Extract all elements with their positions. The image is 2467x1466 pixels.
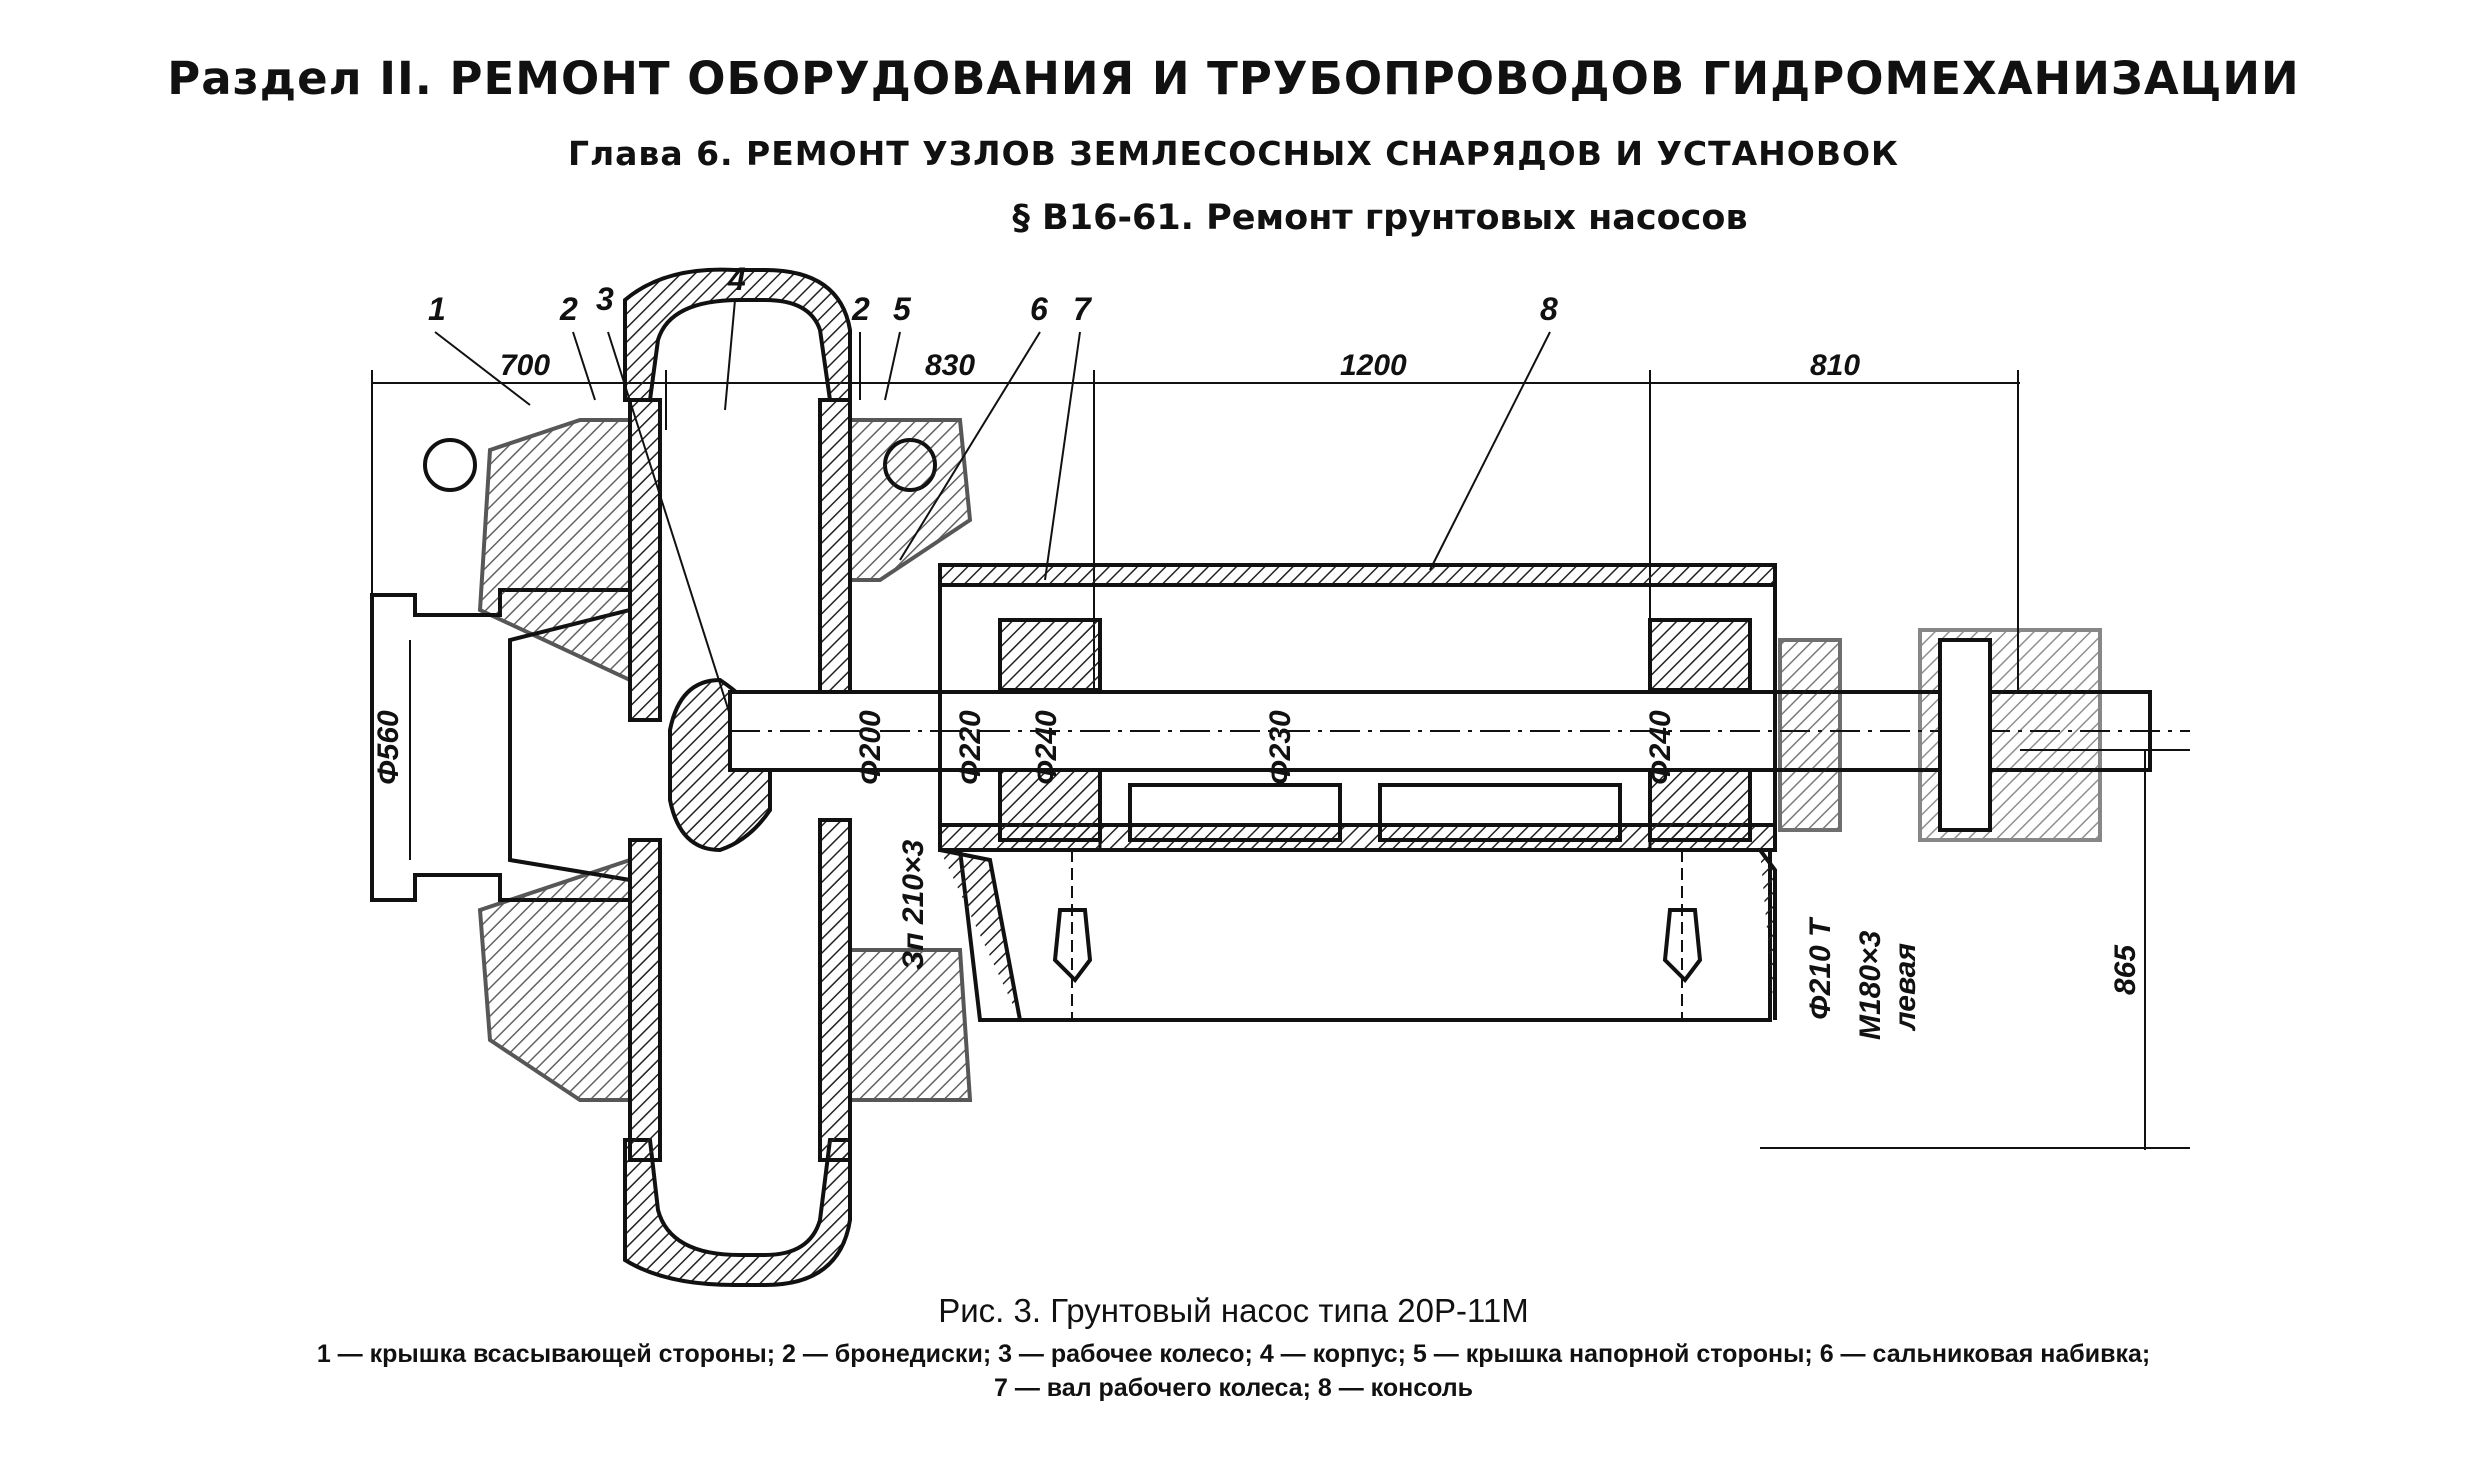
- part-label: 7: [1073, 291, 1093, 327]
- figure-caption: Рис. 3. Грунтовый насос типа 20Р-11М: [938, 1292, 1529, 1329]
- paragraph-title: § В16-61. Ремонт грунтовых насосов: [1012, 198, 1748, 238]
- thread-label: Зп 210×3: [897, 839, 930, 970]
- figure-legend-line1: 1 — крышка всасывающей стороны; 2 — брон…: [316, 1340, 2151, 1368]
- figure-legend-line2: 7 — вал рабочего колеса; 8 — консоль: [993, 1374, 1474, 1402]
- diameter-label: Φ200: [854, 710, 887, 785]
- part-label: 8: [1540, 291, 1558, 327]
- dimension-label: 1200: [1340, 349, 1407, 382]
- diameter-label: Φ220: [954, 710, 987, 785]
- dimension-label: 810: [1810, 349, 1860, 382]
- part-label: 2: [851, 291, 870, 327]
- diameter-label: Φ230: [1264, 710, 1297, 785]
- part-label: 3: [596, 281, 614, 317]
- part-label: 1: [428, 291, 446, 327]
- dimension-label: 865: [2109, 944, 2142, 995]
- part-label: 4: [727, 261, 746, 297]
- section-title: Раздел II. РЕМОНТ ОБОРУДОВАНИЯ И ТРУБОПР…: [167, 52, 2300, 105]
- dimension-label: 830: [925, 349, 975, 382]
- diameter-label: Φ240: [1644, 710, 1677, 785]
- diameter-label: Φ210 Т: [1804, 916, 1837, 1020]
- nut-note: левая: [1889, 943, 1922, 1032]
- diameter-label: Φ560: [372, 710, 405, 785]
- part-label: 5: [893, 291, 912, 327]
- diameter-label: Φ240: [1030, 710, 1063, 785]
- chapter-title: Глава 6. РЕМОНТ УЗЛОВ ЗЕМЛЕСОСНЫХ СНАРЯД…: [567, 134, 1900, 173]
- part-label: 6: [1030, 291, 1048, 327]
- part-label: 2: [559, 291, 578, 327]
- nut-label: М180×3: [1854, 930, 1887, 1040]
- pump-drawing: 1 2 3 4 2 5 6 7 8 700 830 1200 810 865 Φ…: [340, 260, 2200, 1290]
- dimension-label: 700: [500, 349, 550, 382]
